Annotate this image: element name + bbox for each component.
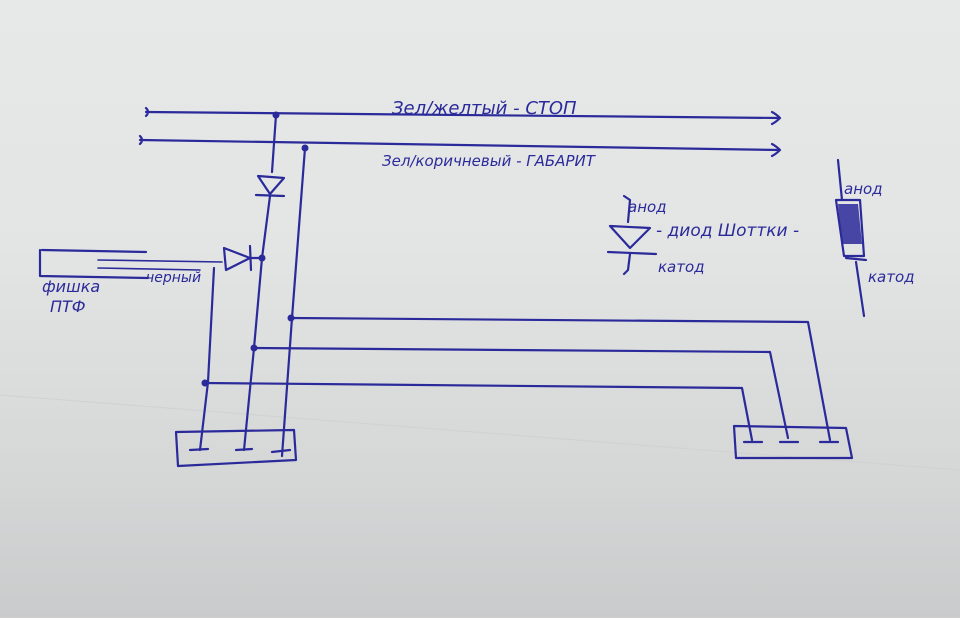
- parking-run-wire: [289, 316, 832, 442]
- parking-wire: [138, 134, 782, 158]
- parking-drop-wire: [280, 146, 307, 458]
- common-drop-wire: [242, 256, 264, 452]
- stop-drop-wire: [270, 113, 278, 174]
- black-run-wire: [203, 381, 754, 442]
- stop-to-junction-wire: [260, 194, 272, 260]
- left-connector-block: [174, 428, 298, 468]
- anode-legend-label: анод: [628, 198, 667, 216]
- cathode-right-label: катод: [868, 268, 915, 286]
- diode-caption: - диод Шоттки -: [656, 221, 799, 241]
- schottky-diode-drawing: [834, 158, 868, 318]
- black-wire-label: черный: [146, 270, 201, 286]
- parking-wire-label: Зел/коричневый - ГАБАРИТ: [382, 152, 597, 170]
- common-run-wire: [252, 346, 790, 440]
- connector-label-line2: ПТФ: [50, 297, 86, 316]
- ptf-connector-body: [38, 248, 150, 280]
- diode-black: [222, 244, 253, 272]
- diode-stop: [254, 174, 286, 198]
- black-drop-wire: [198, 266, 216, 452]
- cathode-legend-label: катод: [658, 258, 705, 276]
- ptf-connector-wires: [97, 259, 223, 271]
- connector-label-line1: фишка: [42, 277, 100, 296]
- diode-legend-symbol: [606, 194, 658, 276]
- stop-wire-label: Зел/желтый - СТОП: [392, 98, 577, 119]
- stop-wire: [144, 106, 782, 126]
- right-connector-block: [732, 424, 854, 460]
- anode-right-label: анод: [844, 180, 883, 198]
